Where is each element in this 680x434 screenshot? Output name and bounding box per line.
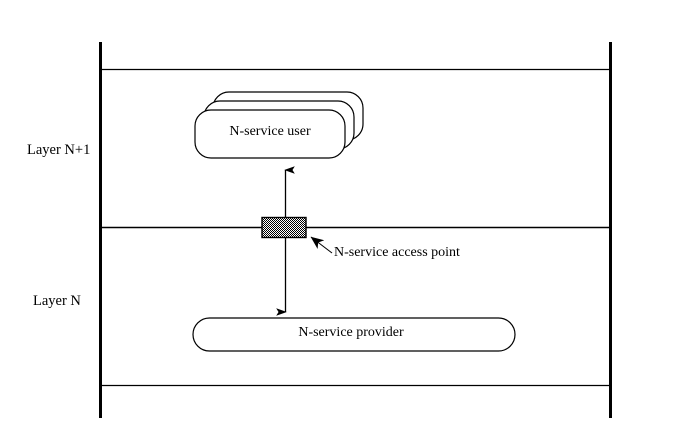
layer-lower-label: Layer N [33,293,81,309]
access-point-callout-leader-line [310,236,333,254]
layer-upper-label: Layer N+1 [27,142,91,158]
n-service-provider-box [192,317,516,352]
frame-vertical-bars [99,42,612,418]
n-service-access-point-block[interactable] [261,216,307,239]
n-service-provider-label: N-service provider [298,325,404,340]
n-service-user-stack [194,91,364,159]
frame-horizontal-lines [99,68,612,387]
n-service-access-point-callout-label: N-service access point [334,245,460,260]
n-service-user-label: N-service user [229,124,311,139]
n-service-user-box-front [194,109,346,159]
